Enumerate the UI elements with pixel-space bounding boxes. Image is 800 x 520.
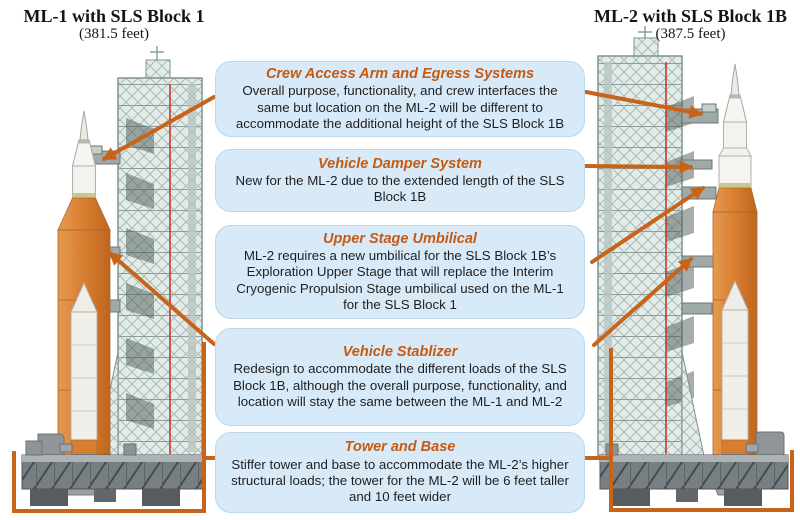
sls-block1b-rocket xyxy=(712,63,785,496)
ml2-lower-arm xyxy=(681,302,713,315)
callout-crew-access-arm: Crew Access Arm and Egress Systems Overa… xyxy=(215,61,585,137)
vehicle-stablizer-arrow-left xyxy=(108,251,216,346)
ml2-figure-title: ML-2 with SLS Block 1B (387.5 feet) xyxy=(583,7,798,43)
sls-block1-rocket xyxy=(37,110,111,496)
callout-vehicle-damper-body: New for the ML-2 due to the extended len… xyxy=(235,172,565,205)
vehicle-damper-arrow-right xyxy=(584,160,694,174)
callout-tower-and-base-body: Stiffer tower and base to accommodate th… xyxy=(231,456,569,505)
callout-vehicle-stablizer-title: Vehicle Stablizer xyxy=(342,343,458,360)
ml1-figure-title: ML-1 with SLS Block 1 (381.5 feet) xyxy=(8,7,220,43)
crew-access-arrow-right xyxy=(584,90,704,119)
ml2-height-label: (387.5 feet) xyxy=(655,25,726,42)
callout-vehicle-damper: Vehicle Damper System New for the ML-2 d… xyxy=(215,149,585,212)
ml1-height-label: (381.5 feet) xyxy=(79,25,149,42)
callout-upper-stage-body: ML-2 requires a new umbilical for the SL… xyxy=(236,248,564,312)
callout-crew-access-title: Crew Access Arm and Egress Systems xyxy=(265,65,535,82)
callout-tower-and-base: Tower and Base Stiffer tower and base to… xyxy=(215,432,585,513)
ml1-base-platform xyxy=(21,440,206,506)
tower-base-bracket-right xyxy=(578,348,794,512)
callout-vehicle-stablizer-body: Redesign to accommodate the different lo… xyxy=(233,361,567,409)
callout-crew-access-body: Overall purpose, functionality, and crew… xyxy=(235,83,565,131)
ml2-tower xyxy=(597,26,719,459)
upper-stage-umbilical-arrow-right xyxy=(590,186,705,264)
callout-vehicle-damper-title: Vehicle Damper System xyxy=(318,155,482,172)
ml1-title-text: ML-1 with SLS Block 1 xyxy=(23,6,205,26)
callout-vehicle-stablizer: Vehicle Stablizer Redesign to accommodat… xyxy=(215,328,585,426)
callout-tower-and-base-title: Tower and Base xyxy=(344,439,456,456)
vehicle-stablizer-arrow-right xyxy=(592,257,693,347)
callout-upper-stage-umbilical: Upper Stage Umbilical ML-2 requires a ne… xyxy=(215,225,585,319)
ml2-title-text: ML-2 with SLS Block 1B xyxy=(593,6,788,26)
callout-upper-stage-title: Upper Stage Umbilical xyxy=(323,230,477,247)
ml2-base-platform xyxy=(599,443,789,506)
crew-access-arrow-left xyxy=(102,95,216,161)
